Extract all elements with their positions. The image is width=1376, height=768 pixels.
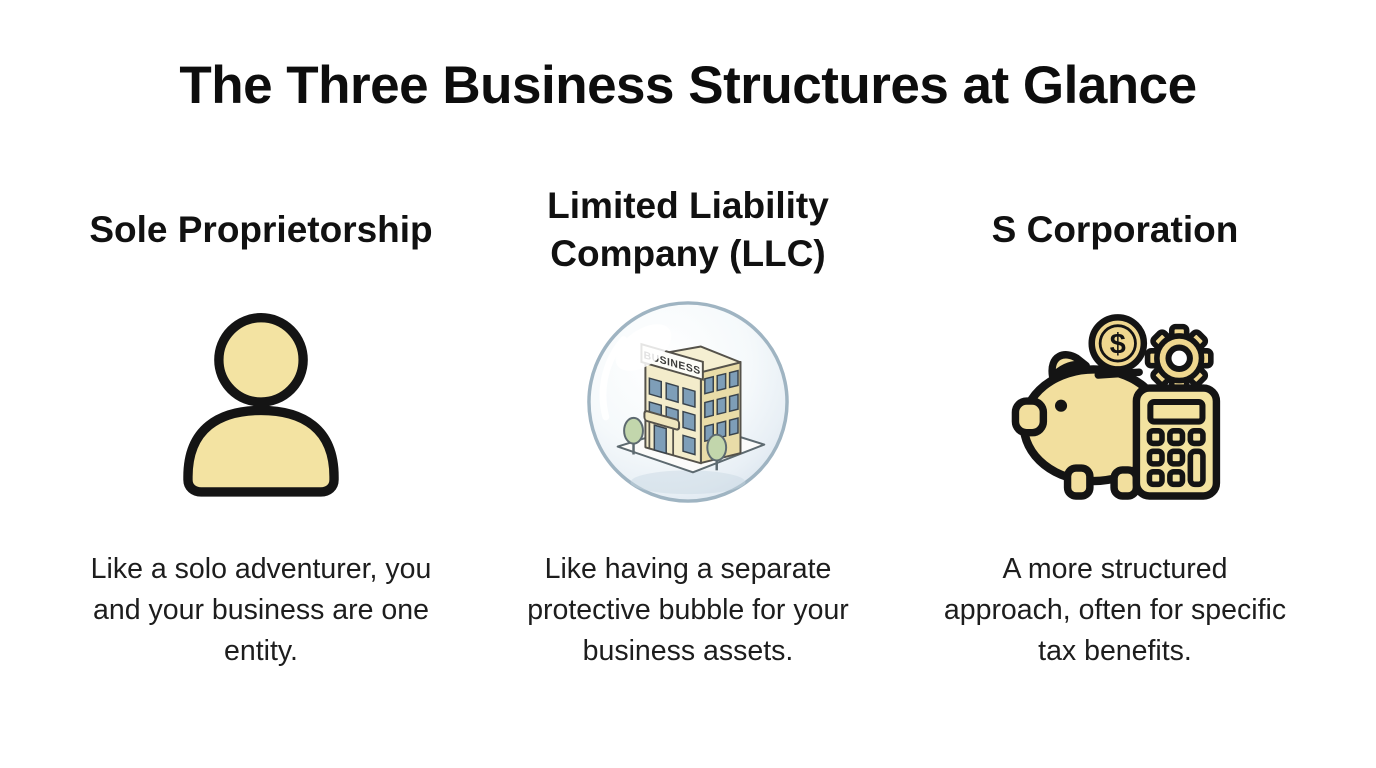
building-awning bbox=[643, 410, 681, 431]
person-icon-svg bbox=[183, 312, 339, 497]
bubble-rim-highlight bbox=[599, 336, 628, 421]
tree-left bbox=[623, 416, 644, 455]
person-icon bbox=[158, 291, 364, 513]
page-title: The Three Business Structures at Glance bbox=[179, 56, 1197, 115]
columns-row: Sole Proprietorship Like a solo adventur… bbox=[0, 169, 1376, 672]
coin-slot bbox=[1094, 368, 1143, 379]
bubble-bottom-shadow bbox=[630, 470, 746, 495]
tree-right bbox=[706, 433, 728, 471]
building-in-bubble-svg: BUSINESS bbox=[587, 301, 789, 503]
bubble-gloss bbox=[615, 324, 672, 371]
calculator-tall-button bbox=[1187, 448, 1206, 488]
gear-icon bbox=[1144, 323, 1214, 393]
building-door bbox=[653, 424, 667, 455]
person-head bbox=[214, 312, 308, 407]
column-caption-sole-proprietorship: Like a solo adventurer, you and your bus… bbox=[90, 552, 432, 667]
column-llc: Limited Liability Company (LLC) bbox=[485, 169, 891, 672]
pig-ear bbox=[1048, 351, 1090, 381]
pig-leg-front bbox=[1063, 464, 1094, 500]
pig-snout bbox=[1011, 397, 1048, 437]
column-caption-s-corporation: A more structured approach, often for sp… bbox=[943, 552, 1287, 667]
column-title-s-corporation: S Corporation bbox=[991, 208, 1239, 250]
column-s-corporation: S Corporation $ bbox=[912, 169, 1318, 672]
dollar-coin: $ bbox=[1088, 314, 1148, 373]
column-title-llc: Limited Liability Company (LLC) bbox=[547, 184, 829, 274]
piggy-bank-calculator-svg: $ bbox=[1011, 314, 1221, 500]
building-in-bubble-icon: BUSINESS bbox=[584, 291, 792, 513]
dollar-symbol: $ bbox=[1110, 329, 1126, 361]
pig-eye bbox=[1054, 399, 1068, 412]
column-caption-llc: Like having a separate protective bubble… bbox=[527, 552, 849, 667]
calculator-display bbox=[1147, 398, 1206, 425]
column-title-sole-proprietorship: Sole Proprietorship bbox=[89, 208, 433, 250]
column-sole-proprietorship: Sole Proprietorship Like a solo adventur… bbox=[58, 169, 464, 672]
calculator bbox=[1132, 384, 1221, 500]
person-body bbox=[183, 405, 339, 497]
piggy-bank-calculator-icon: $ bbox=[1008, 291, 1222, 513]
